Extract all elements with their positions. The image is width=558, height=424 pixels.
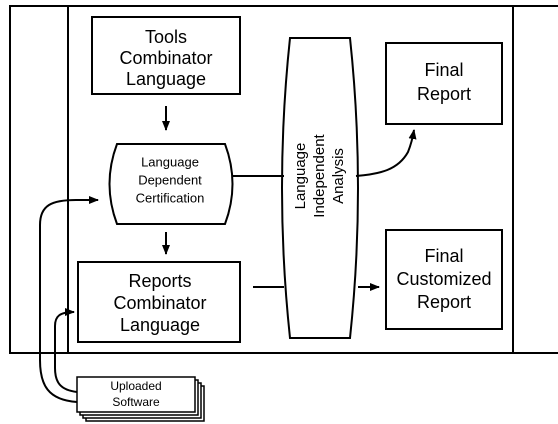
uploaded-software-stack: Uploaded Software bbox=[76, 376, 205, 422]
final-custom-line2: Customized bbox=[396, 269, 491, 289]
edge-uploaded-to-reports bbox=[54, 308, 78, 393]
tools-line3: Language bbox=[126, 69, 206, 89]
uploaded-line1: Uploaded bbox=[110, 379, 161, 393]
cert-line2: Dependent bbox=[138, 172, 202, 187]
final-report-line2: Report bbox=[417, 84, 471, 104]
cert-line3: Certification bbox=[136, 190, 205, 205]
reports-line2: Combinator bbox=[113, 293, 206, 313]
analysis-line3: Analysis bbox=[330, 148, 347, 204]
tools-combinator-language-box: Tools Combinator Language bbox=[91, 16, 241, 95]
final-custom-line3: Report bbox=[417, 292, 471, 312]
analysis-line1: Language bbox=[292, 143, 309, 210]
final-report-box: Final Report bbox=[385, 42, 503, 125]
reports-line3: Language bbox=[120, 315, 200, 335]
edge-uploaded-to-cert bbox=[39, 196, 99, 403]
language-dependent-certification-node: Language Dependent Certification bbox=[108, 143, 234, 225]
outer-frame bbox=[9, 5, 558, 354]
final-report-line1: Final bbox=[424, 60, 463, 80]
tools-line2: Combinator bbox=[119, 48, 212, 68]
cert-line1: Language bbox=[141, 154, 199, 169]
final-custom-line1: Final bbox=[424, 246, 463, 266]
reports-combinator-language-box: Reports Combinator Language bbox=[77, 261, 241, 343]
tools-line1: Tools bbox=[145, 27, 187, 47]
reports-line1: Reports bbox=[128, 271, 191, 291]
edge-analysis-to-final-report bbox=[355, 129, 417, 177]
analysis-line2: Independent bbox=[311, 133, 328, 217]
uploaded-line2: Software bbox=[112, 395, 160, 409]
language-independent-analysis-node: Language Independent Analysis bbox=[281, 37, 359, 339]
final-customized-report-box: Final Customized Report bbox=[385, 229, 503, 330]
